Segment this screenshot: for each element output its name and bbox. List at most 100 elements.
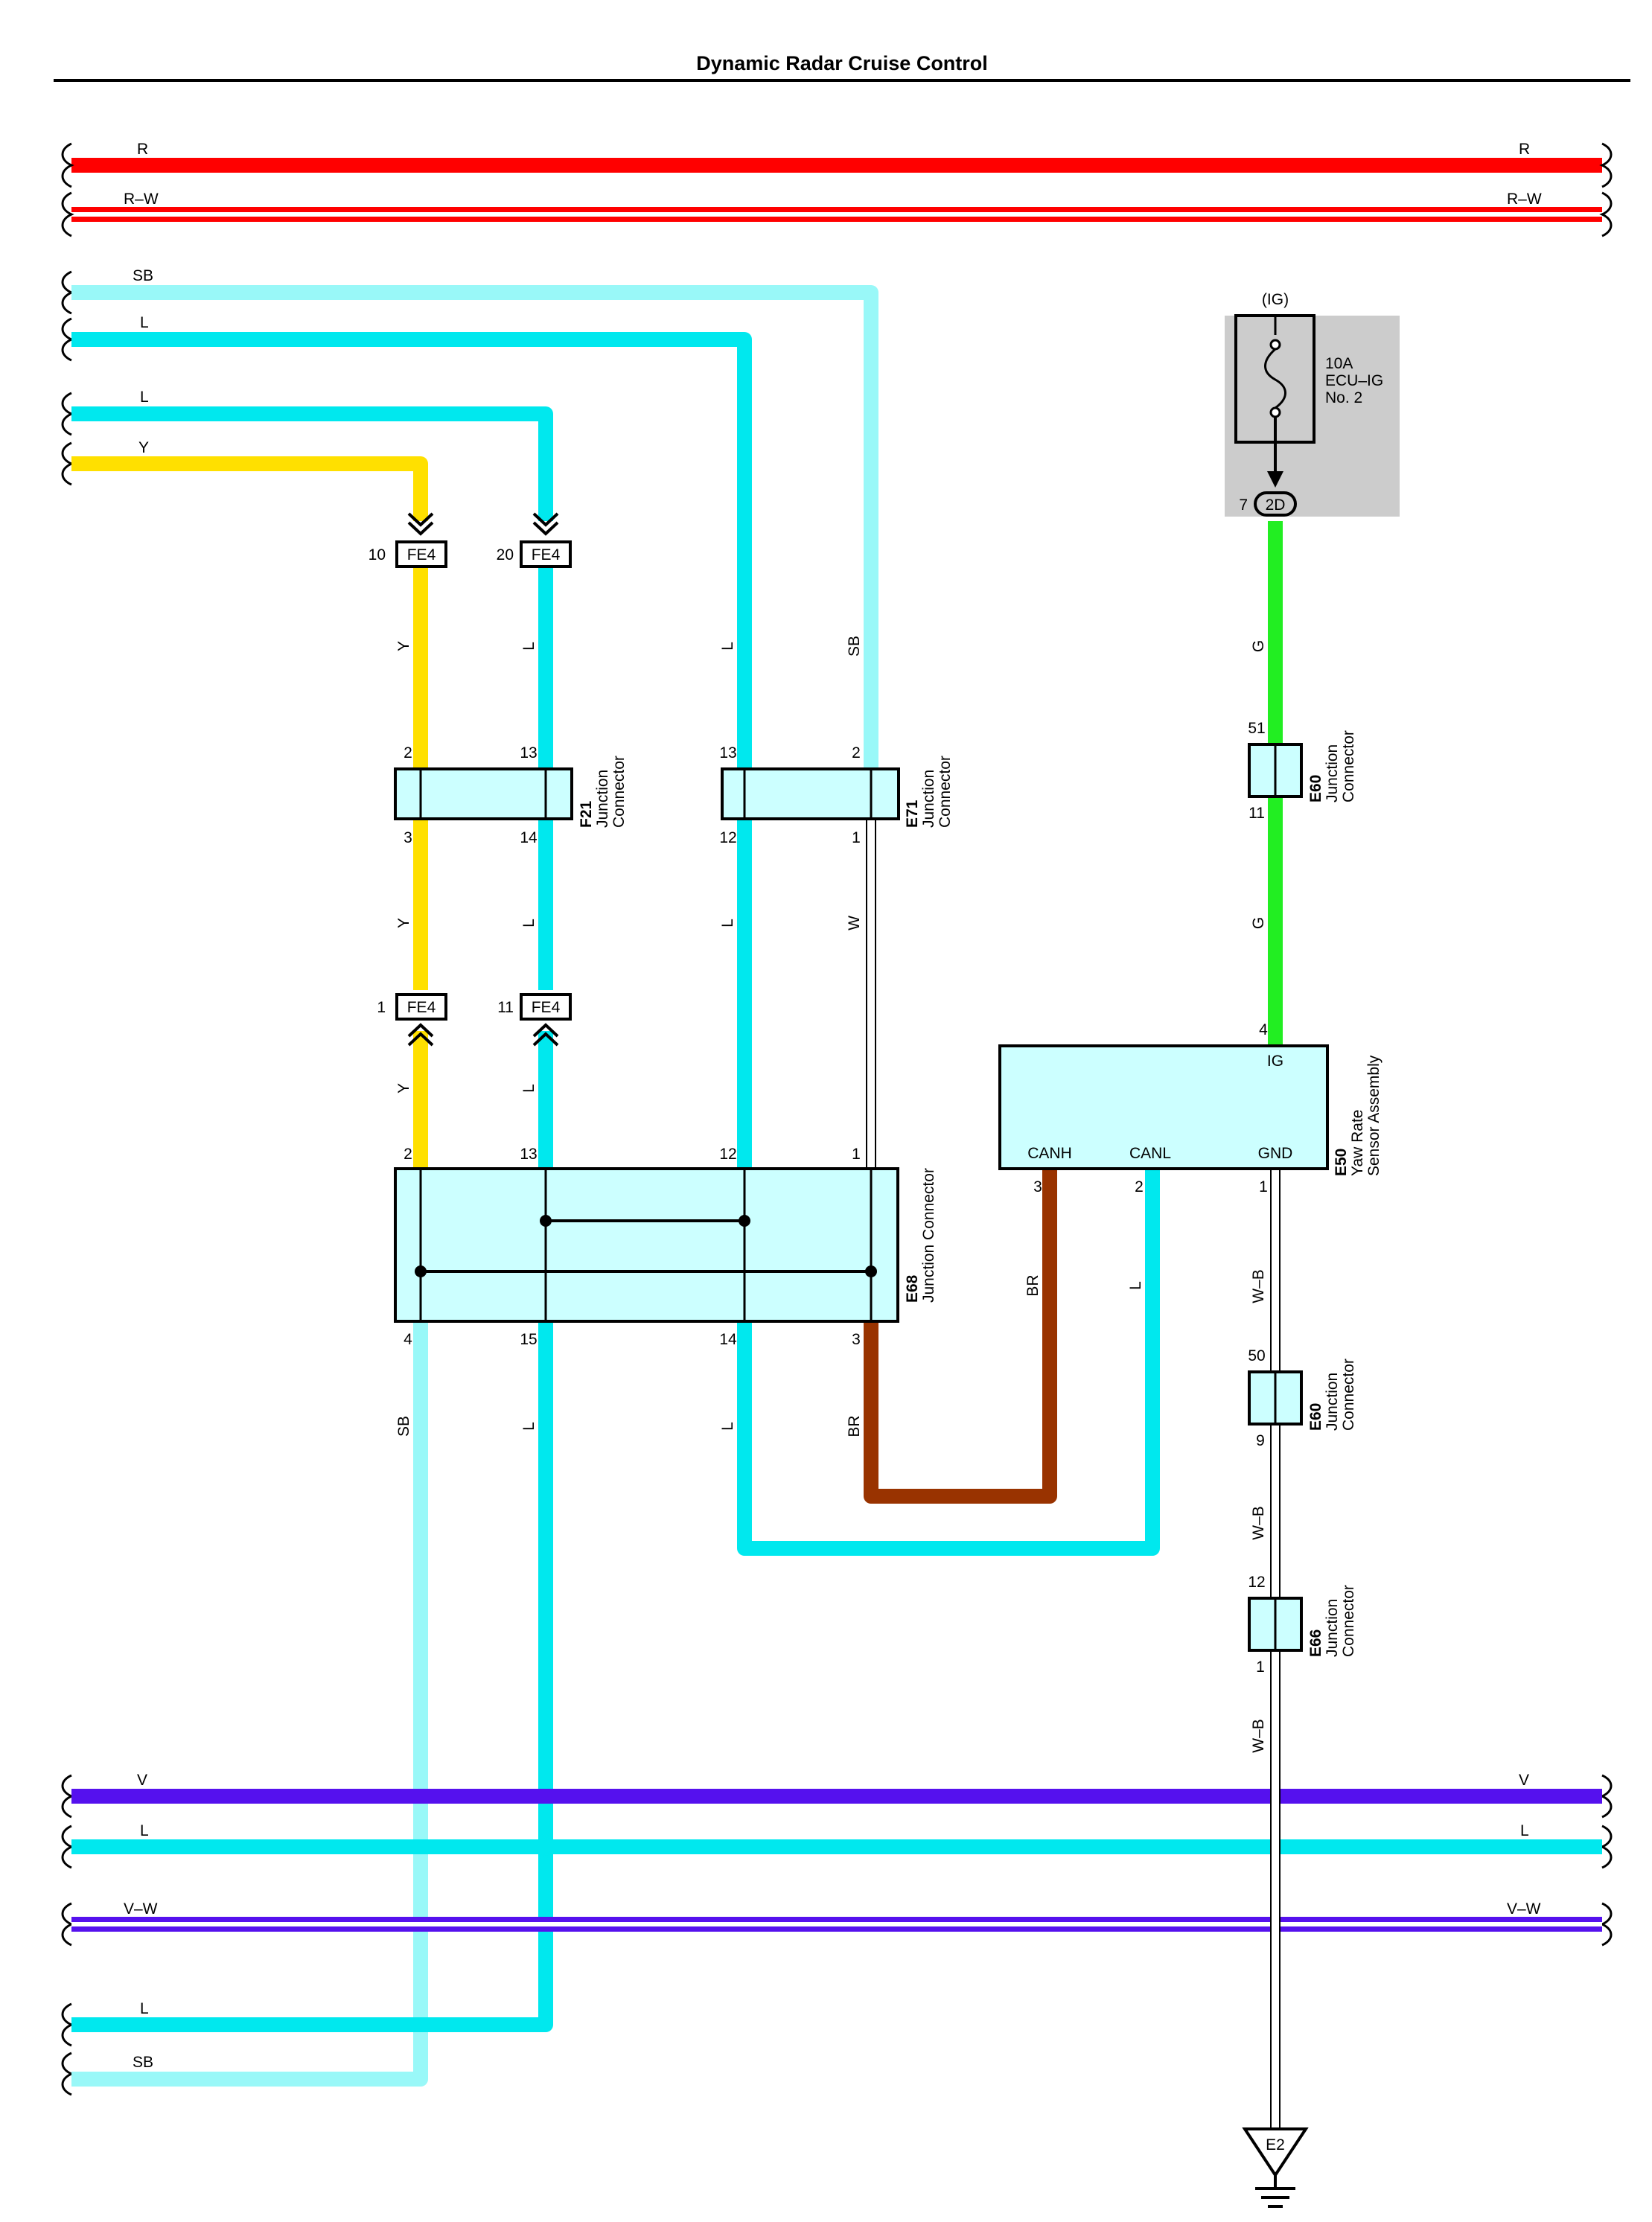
connector-e68: 2 13 12 1 4 15 14 3 E68 Junction Connect… bbox=[394, 1146, 937, 1348]
connector-2d-pin-7: 7 bbox=[1239, 497, 1248, 514]
e50-gnd-label: GND bbox=[1258, 1145, 1293, 1162]
e68-pin-15: 15 bbox=[520, 1331, 537, 1348]
e60-bot-pin-9: 9 bbox=[1256, 1432, 1265, 1449]
e71-id: E71 bbox=[904, 799, 921, 828]
e68-pin-4: 4 bbox=[404, 1331, 412, 1348]
fe4-connector-top-a: FE4 bbox=[395, 540, 447, 568]
label-l-6: L bbox=[520, 1422, 538, 1431]
f21-pin-2: 2 bbox=[404, 744, 412, 762]
label-l-3: L bbox=[520, 919, 538, 928]
fuse-arrow-icon bbox=[1267, 471, 1283, 488]
fuse-ig-label: (IG) bbox=[1262, 291, 1289, 308]
fuse-amp: 10A bbox=[1325, 355, 1353, 372]
label-l-7: L bbox=[719, 1422, 736, 1431]
fuse-num: No. 2 bbox=[1325, 389, 1362, 406]
e60-top-desc-2: Connector bbox=[1340, 730, 1357, 802]
label-br-1: BR bbox=[846, 1415, 863, 1437]
e50-pin-3: 3 bbox=[1033, 1178, 1042, 1195]
wire-l-mid: L bbox=[71, 389, 553, 521]
f21-pin-3: 3 bbox=[404, 829, 412, 846]
label-w-1: W bbox=[846, 916, 863, 930]
bus-wire-r: R R bbox=[71, 141, 1602, 173]
f21-pin-14: 14 bbox=[520, 829, 538, 846]
fuse-name: ECU–IG bbox=[1325, 372, 1383, 389]
e66-desc-2: Connector bbox=[1340, 1585, 1357, 1657]
label-w-b-1: W–B bbox=[1250, 1269, 1267, 1303]
wire-label-r-right: R bbox=[1519, 141, 1530, 158]
e60-bot-id: E60 bbox=[1307, 1403, 1324, 1431]
fe4-pin-10: 10 bbox=[369, 546, 386, 564]
fe4-connector-bot-a: FE4 bbox=[395, 993, 447, 1021]
label-l-1: L bbox=[520, 642, 538, 651]
fuse-element-icon bbox=[1264, 348, 1286, 409]
e68-pin-14: 14 bbox=[719, 1331, 737, 1348]
wire-label-vw-right: V–W bbox=[1507, 1900, 1541, 1918]
e50-id: E50 bbox=[1333, 1149, 1350, 1176]
e60-top-pin-11: 11 bbox=[1248, 805, 1265, 822]
e50-canh-label: CANH bbox=[1027, 1145, 1072, 1162]
e66-id: E66 bbox=[1307, 1629, 1324, 1657]
e68-pin-13: 13 bbox=[520, 1146, 537, 1163]
connector-f21: 2 13 3 14 F21 Junction Connector bbox=[394, 744, 628, 846]
e60-bot-pin-50: 50 bbox=[1248, 1347, 1265, 1364]
bus-wire-l: L L bbox=[71, 1822, 1602, 1854]
e60-top-pin-51: 51 bbox=[1248, 720, 1265, 737]
ground-label: E2 bbox=[1266, 2136, 1285, 2154]
ground-e2: E2 bbox=[1242, 2127, 1309, 2208]
wire-label-y-top: Y bbox=[138, 439, 149, 456]
wire-label-sb-top: SB bbox=[133, 267, 153, 284]
page-title: Dynamic Radar Cruise Control bbox=[696, 52, 988, 74]
e60-top-id: E60 bbox=[1307, 775, 1324, 802]
connector-e60-bottom: 50 9 E60 Junction Connector bbox=[1248, 1347, 1357, 1449]
e60-top-desc-1: Junction bbox=[1324, 744, 1341, 802]
component-e50-yaw-rate-sensor: 4 IG CANH CANL GND 3 2 1 E50 Yaw Rate Se… bbox=[998, 1021, 1382, 1195]
label-sb-1: SB bbox=[846, 636, 863, 657]
bus-wire-v-w: V–W V–W bbox=[71, 1900, 1602, 1932]
label-y-3: Y bbox=[395, 1083, 412, 1094]
svg-text:FE4: FE4 bbox=[532, 546, 561, 564]
e68-pin-1: 1 bbox=[852, 1146, 861, 1163]
e66-pin-1: 1 bbox=[1256, 1658, 1265, 1676]
e50-pin-1: 1 bbox=[1259, 1178, 1268, 1195]
label-br-2: BR bbox=[1024, 1274, 1042, 1296]
wire-label-r-left: R bbox=[137, 141, 148, 158]
wire-y-top: Y bbox=[71, 439, 428, 521]
connector-e71: 13 2 12 1 E71 Junction Connector bbox=[719, 744, 954, 846]
f21-desc-2: Connector bbox=[610, 756, 628, 828]
e71-desc-2: Connector bbox=[937, 756, 954, 828]
fuse-terminal-top bbox=[1269, 339, 1281, 351]
e50-desc-1: Yaw Rate bbox=[1349, 1110, 1366, 1177]
e71-pin-1: 1 bbox=[852, 829, 861, 846]
label-w-b-2: W–B bbox=[1250, 1506, 1267, 1540]
e60-bot-desc-2: Connector bbox=[1340, 1359, 1357, 1431]
e68-pin-2: 2 bbox=[404, 1146, 412, 1163]
fe4-connector-bot-b: FE4 bbox=[520, 993, 572, 1021]
e71-pin-2: 2 bbox=[852, 744, 861, 762]
e66-desc-1: Junction bbox=[1324, 1599, 1341, 1657]
connector-e66: 12 1 E66 Junction Connector bbox=[1248, 1574, 1357, 1676]
svg-text:FE4: FE4 bbox=[532, 999, 561, 1016]
f21-pin-13: 13 bbox=[520, 744, 537, 762]
e68-desc: Junction Connector bbox=[920, 1168, 937, 1303]
label-l-8: L bbox=[1127, 1281, 1144, 1290]
fe4-pin-1: 1 bbox=[377, 999, 386, 1016]
bus-wire-v: V V bbox=[71, 1772, 1602, 1804]
label-l-4: L bbox=[719, 919, 736, 928]
label-g-2: G bbox=[1250, 917, 1267, 929]
wire-label-l-left: L bbox=[140, 1822, 149, 1839]
label-w-b-3: W–B bbox=[1250, 1719, 1267, 1753]
e68-pin-3: 3 bbox=[852, 1331, 861, 1348]
label-l-2: L bbox=[719, 642, 736, 651]
wire-label-vw-left: V–W bbox=[124, 1900, 158, 1918]
wire-label-l-top: L bbox=[140, 314, 149, 331]
e68-id: E68 bbox=[904, 1274, 921, 1303]
wire-label-l-mid: L bbox=[140, 389, 149, 406]
label-sb-2: SB bbox=[395, 1416, 412, 1437]
vertical-wire-labels: Y L L SB Y L L W Y L SB L L BR BR L G G … bbox=[395, 636, 1267, 1753]
label-y-2: Y bbox=[395, 918, 412, 928]
wire-label-v-left: V bbox=[137, 1772, 147, 1789]
wire-label-sb-bottom: SB bbox=[133, 2054, 153, 2071]
wire-sb-top: SB bbox=[71, 267, 878, 774]
wire-label-l-bottom: L bbox=[140, 2000, 149, 2017]
connector-2d bbox=[1254, 491, 1297, 517]
